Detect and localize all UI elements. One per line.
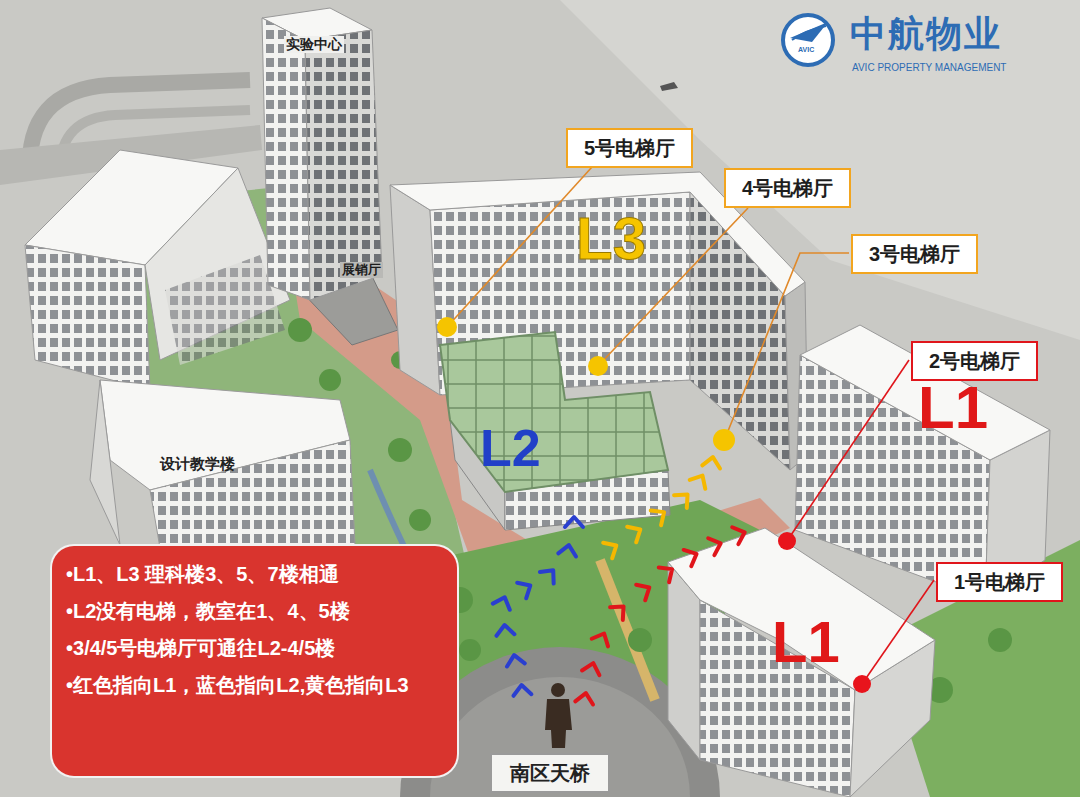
building-name: 实验中心 bbox=[284, 36, 344, 53]
person-head bbox=[551, 683, 565, 697]
building-code: L1 bbox=[918, 375, 988, 441]
route-arrow bbox=[690, 471, 711, 489]
tree bbox=[988, 628, 1012, 652]
red-route-arrows bbox=[575, 524, 748, 705]
note-panel: •L1、L3 理科楼3、5、7楼相通 •L2没有电梯，教室在1、4、5楼 •3/4/… bbox=[52, 546, 457, 776]
label-text: 4号电梯厅 bbox=[742, 175, 833, 201]
blue-route-arrows bbox=[493, 517, 583, 696]
leader-line bbox=[726, 253, 849, 436]
tree bbox=[319, 369, 341, 391]
tree bbox=[459, 639, 481, 661]
route-arrow bbox=[651, 505, 670, 525]
elevator-dot bbox=[713, 429, 735, 451]
elevator-callout: 3号电梯厅 bbox=[851, 234, 978, 274]
elevator-dot bbox=[853, 675, 871, 693]
route-arrow bbox=[565, 517, 583, 527]
route-arrow bbox=[558, 544, 577, 557]
building-roof bbox=[800, 325, 1050, 460]
label-text: 3号电梯厅 bbox=[869, 241, 960, 267]
logo-ring bbox=[783, 15, 833, 65]
route-arrow bbox=[592, 630, 613, 647]
route-arrow bbox=[732, 524, 748, 544]
leader-line bbox=[862, 580, 934, 684]
leader-line bbox=[447, 167, 592, 327]
building-facade bbox=[150, 440, 355, 548]
route-arrow bbox=[610, 600, 630, 620]
building-facade bbox=[700, 600, 855, 797]
green-roof bbox=[440, 332, 668, 492]
route-arrow bbox=[513, 684, 532, 696]
route-arrow bbox=[582, 661, 602, 675]
route-arrow bbox=[636, 580, 654, 601]
leader-line bbox=[787, 360, 909, 541]
logo-mark-text: AVIC bbox=[798, 46, 814, 54]
tower-facade bbox=[262, 18, 310, 300]
route-arrow bbox=[575, 692, 594, 705]
building-side bbox=[90, 380, 120, 545]
label-text: 5号电梯厅 bbox=[584, 135, 675, 161]
route-arrow bbox=[659, 562, 678, 582]
note-item: •3/4/5号电梯厅可通往L2-4/5楼 bbox=[66, 634, 445, 663]
logo-swoosh bbox=[792, 26, 826, 40]
aircraft bbox=[660, 82, 678, 91]
route-arrow bbox=[603, 538, 621, 559]
logo-text: 中航物业 bbox=[850, 14, 1002, 54]
walkway bbox=[600, 560, 655, 700]
elevator-callout: 5号电梯厅 bbox=[566, 128, 693, 168]
building-name: 设计教学楼 bbox=[160, 456, 235, 473]
route-arrow bbox=[627, 522, 645, 543]
route-arrow bbox=[505, 654, 524, 667]
person-body bbox=[545, 699, 572, 748]
tree bbox=[388, 438, 412, 462]
tower-facade bbox=[305, 30, 382, 300]
route-arrow bbox=[702, 456, 721, 469]
route-arrow bbox=[493, 594, 513, 610]
building-name: 展销厅 bbox=[340, 262, 383, 278]
route-arrow bbox=[708, 535, 724, 555]
route-arrow bbox=[540, 564, 560, 583]
building-terrace bbox=[165, 255, 285, 365]
note-item: •L1、L3 理科楼3、5、7楼相通 bbox=[66, 560, 445, 589]
tree bbox=[409, 509, 431, 531]
building-code: L3 bbox=[576, 206, 646, 272]
building-code: L1 bbox=[772, 610, 840, 674]
elevator-dot bbox=[778, 532, 796, 550]
building-code: L2 bbox=[480, 420, 541, 477]
elevator-dot bbox=[437, 317, 457, 337]
elevator-callout: 1号电梯厅 bbox=[936, 562, 1063, 602]
label-text: 南区天桥 bbox=[510, 760, 590, 786]
route-arrow bbox=[496, 624, 515, 636]
tree bbox=[628, 628, 652, 652]
label-text: 2号电梯厅 bbox=[929, 348, 1020, 374]
route-arrow bbox=[684, 546, 701, 567]
elevator-callout: 4号电梯厅 bbox=[724, 168, 851, 208]
route-arrow bbox=[674, 488, 694, 508]
elevator-dot bbox=[588, 356, 608, 376]
building-facade bbox=[25, 245, 150, 390]
tree bbox=[288, 318, 312, 342]
bridge-label-box: 南区天桥 bbox=[490, 753, 610, 793]
logo-icon bbox=[783, 15, 833, 65]
label-text: 1号电梯厅 bbox=[954, 569, 1045, 595]
route-arrow bbox=[517, 578, 535, 599]
note-item: •L2没有电梯，教室在1、4、5楼 bbox=[66, 597, 445, 626]
logo-plane bbox=[790, 22, 828, 42]
logo-subtitle: AVIC PROPERTY MANAGEMENT bbox=[852, 62, 1006, 73]
note-item: •红色指向L1，蓝色指向L2,黄色指向L3 bbox=[66, 671, 445, 700]
building-roof bbox=[668, 528, 935, 690]
yellow-route-arrows bbox=[603, 456, 722, 559]
person-figure bbox=[545, 683, 572, 748]
